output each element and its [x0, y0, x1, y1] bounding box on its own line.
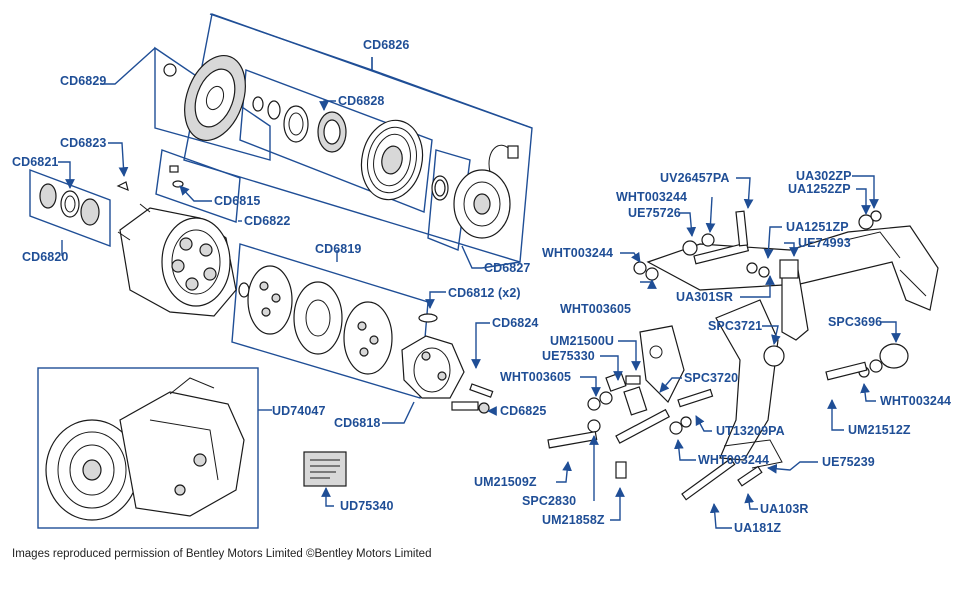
label-ut13209pa[interactable]: UT13209PA — [716, 424, 785, 438]
frame-clutch-inner — [239, 69, 433, 213]
label-ua1251zp[interactable]: UA1251ZP — [786, 220, 849, 234]
label-ua1252zp[interactable]: UA1252ZP — [788, 182, 851, 196]
frame-ud74047 — [37, 367, 259, 529]
label-cd6821[interactable]: CD6821 — [12, 155, 59, 169]
label-um21500u[interactable]: UM21500U — [550, 334, 615, 348]
label-cd6820[interactable]: CD6820 — [22, 250, 69, 264]
label-ue75726[interactable]: UE75726 — [628, 206, 681, 220]
label-um21512z[interactable]: UM21512Z — [848, 423, 911, 437]
label-cd6827[interactable]: CD6827 — [484, 261, 531, 275]
label-ua302zp[interactable]: UA302ZP — [796, 169, 852, 183]
nut-cd6829 — [163, 63, 177, 77]
label-ua181z[interactable]: UA181Z — [734, 521, 782, 535]
label-wht003244-a[interactable]: WHT003244 — [616, 190, 688, 204]
label-cd6828[interactable]: CD6828 — [338, 94, 385, 108]
frame-cd6822 — [155, 149, 241, 223]
label-ue75239[interactable]: UE75239 — [822, 455, 875, 469]
label-cd6823[interactable]: CD6823 — [60, 136, 107, 150]
frame-cd6819 — [231, 243, 429, 399]
frame-cd6820 — [29, 168, 111, 248]
label-wht003244-c[interactable]: WHT003244 — [880, 394, 952, 408]
label-cd6819[interactable]: CD6819 — [315, 242, 362, 256]
label-um21858z[interactable]: UM21858Z — [542, 513, 605, 527]
label-spc3721[interactable]: SPC3721 — [708, 319, 763, 333]
label-cd6812[interactable]: CD6812 (x2) — [448, 286, 521, 300]
label-ua103r[interactable]: UA103R — [760, 502, 809, 516]
label-cd6824[interactable]: CD6824 — [492, 316, 539, 330]
label-cd6818[interactable]: CD6818 — [334, 416, 381, 430]
label-ue74993[interactable]: UE74993 — [798, 236, 851, 250]
leader-lines — [58, 13, 901, 529]
label-um21509z[interactable]: UM21509Z — [474, 475, 537, 489]
label-cd6822[interactable]: CD6822 — [244, 214, 291, 228]
label-cd6826[interactable]: CD6826 — [363, 38, 410, 52]
label-spc3696[interactable]: SPC3696 — [828, 315, 883, 329]
label-wht003244-b[interactable]: WHT003244 — [542, 246, 614, 260]
label-uv26457pa[interactable]: UV26457PA — [660, 171, 730, 185]
label-ud74047[interactable]: UD74047 — [272, 404, 326, 418]
label-cd6815[interactable]: CD6815 — [214, 194, 261, 208]
label-wht003605-a[interactable]: WHT003605 — [560, 302, 632, 316]
parts — [39, 54, 939, 521]
label-spc3720[interactable]: SPC3720 — [684, 371, 739, 385]
frame-cd6827-inner — [427, 149, 471, 251]
label-spc2830[interactable]: SPC2830 — [522, 494, 577, 508]
label-wht003605-b[interactable]: WHT003605 — [500, 370, 572, 384]
label-ud75340[interactable]: UD75340 — [340, 499, 394, 513]
label-ue75330[interactable]: UE75330 — [542, 349, 595, 363]
copyright-caption: Images reproduced permission of Bentley … — [12, 548, 432, 560]
label-plate — [303, 451, 347, 487]
label-cd6829[interactable]: CD6829 — [60, 74, 107, 88]
label-cd6825[interactable]: CD6825 — [500, 404, 547, 418]
label-wht003244-d[interactable]: WHT003244 — [698, 453, 770, 467]
label-ua301sr[interactable]: UA301SR — [676, 290, 733, 304]
